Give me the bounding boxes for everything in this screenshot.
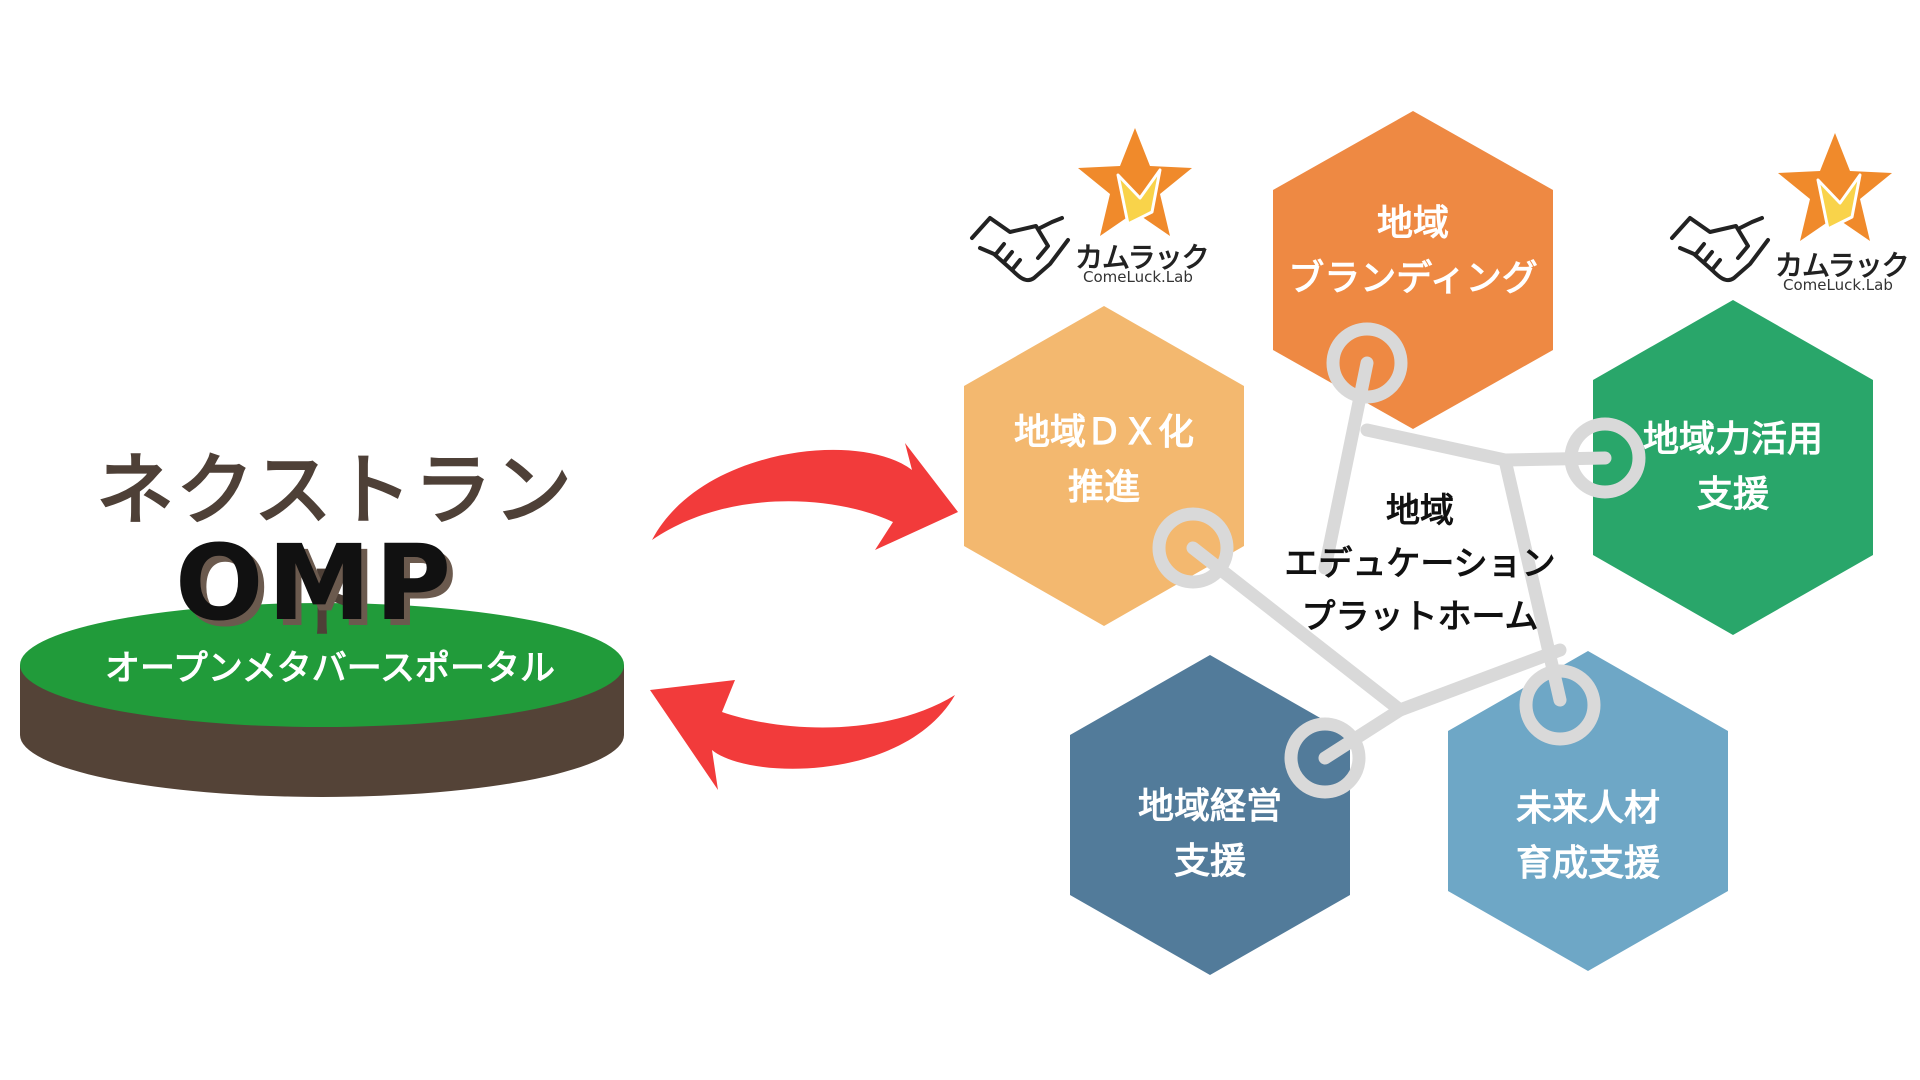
logo-sub: ComeLuck.Lab: [1783, 276, 1893, 294]
node-future-talent: [1519, 664, 1601, 746]
node-regional-power: [1564, 417, 1646, 499]
logo-comeluck-1: [970, 128, 1192, 283]
node-branding: [1326, 322, 1408, 404]
platform-label: オープンメタバースポータル: [104, 649, 556, 689]
platform-top: [20, 603, 624, 727]
hex-label-future-talent: 未来人材 育成支援: [1515, 788, 1660, 884]
hex-label-branding: 地域 ブランディング: [1288, 203, 1538, 299]
portal-platform: [20, 603, 624, 797]
logo-comeluck-2: [1670, 133, 1892, 283]
hex-branding: [1273, 111, 1553, 429]
arrow-right-icon: [652, 443, 958, 550]
hex-dx: [964, 306, 1244, 626]
hex-future-talent: [1448, 651, 1728, 971]
logo-sub: ComeLuck.Lab: [1083, 268, 1193, 286]
hex-label-dx: 地域ＤＸ化 推進: [1013, 412, 1194, 508]
node-dx: [1152, 507, 1234, 589]
handshake-icon: [1670, 216, 1770, 283]
hex-label-management: 地域経営 支援: [1137, 786, 1282, 882]
node-management: [1284, 717, 1366, 799]
arrow-left-icon: [650, 680, 955, 790]
handshake-icon: [970, 216, 1070, 283]
logo-name: カムラック: [1075, 241, 1210, 274]
omp-title: OMP: [174, 522, 456, 644]
star-crane-icon: [1078, 128, 1192, 236]
network-nodes: [1152, 322, 1646, 799]
center-platform-label: 地域 エデュケーション プラットホーム: [1284, 491, 1556, 637]
logo-name: カムラック: [1775, 249, 1910, 282]
brand-title: ネクストランド: [96, 446, 574, 648]
hex-management: [1070, 655, 1350, 975]
hex-label-regional-power: 地域力活用 支援: [1642, 419, 1823, 515]
hex-regional-power: [1593, 300, 1873, 635]
star-crane-icon: [1778, 133, 1892, 241]
